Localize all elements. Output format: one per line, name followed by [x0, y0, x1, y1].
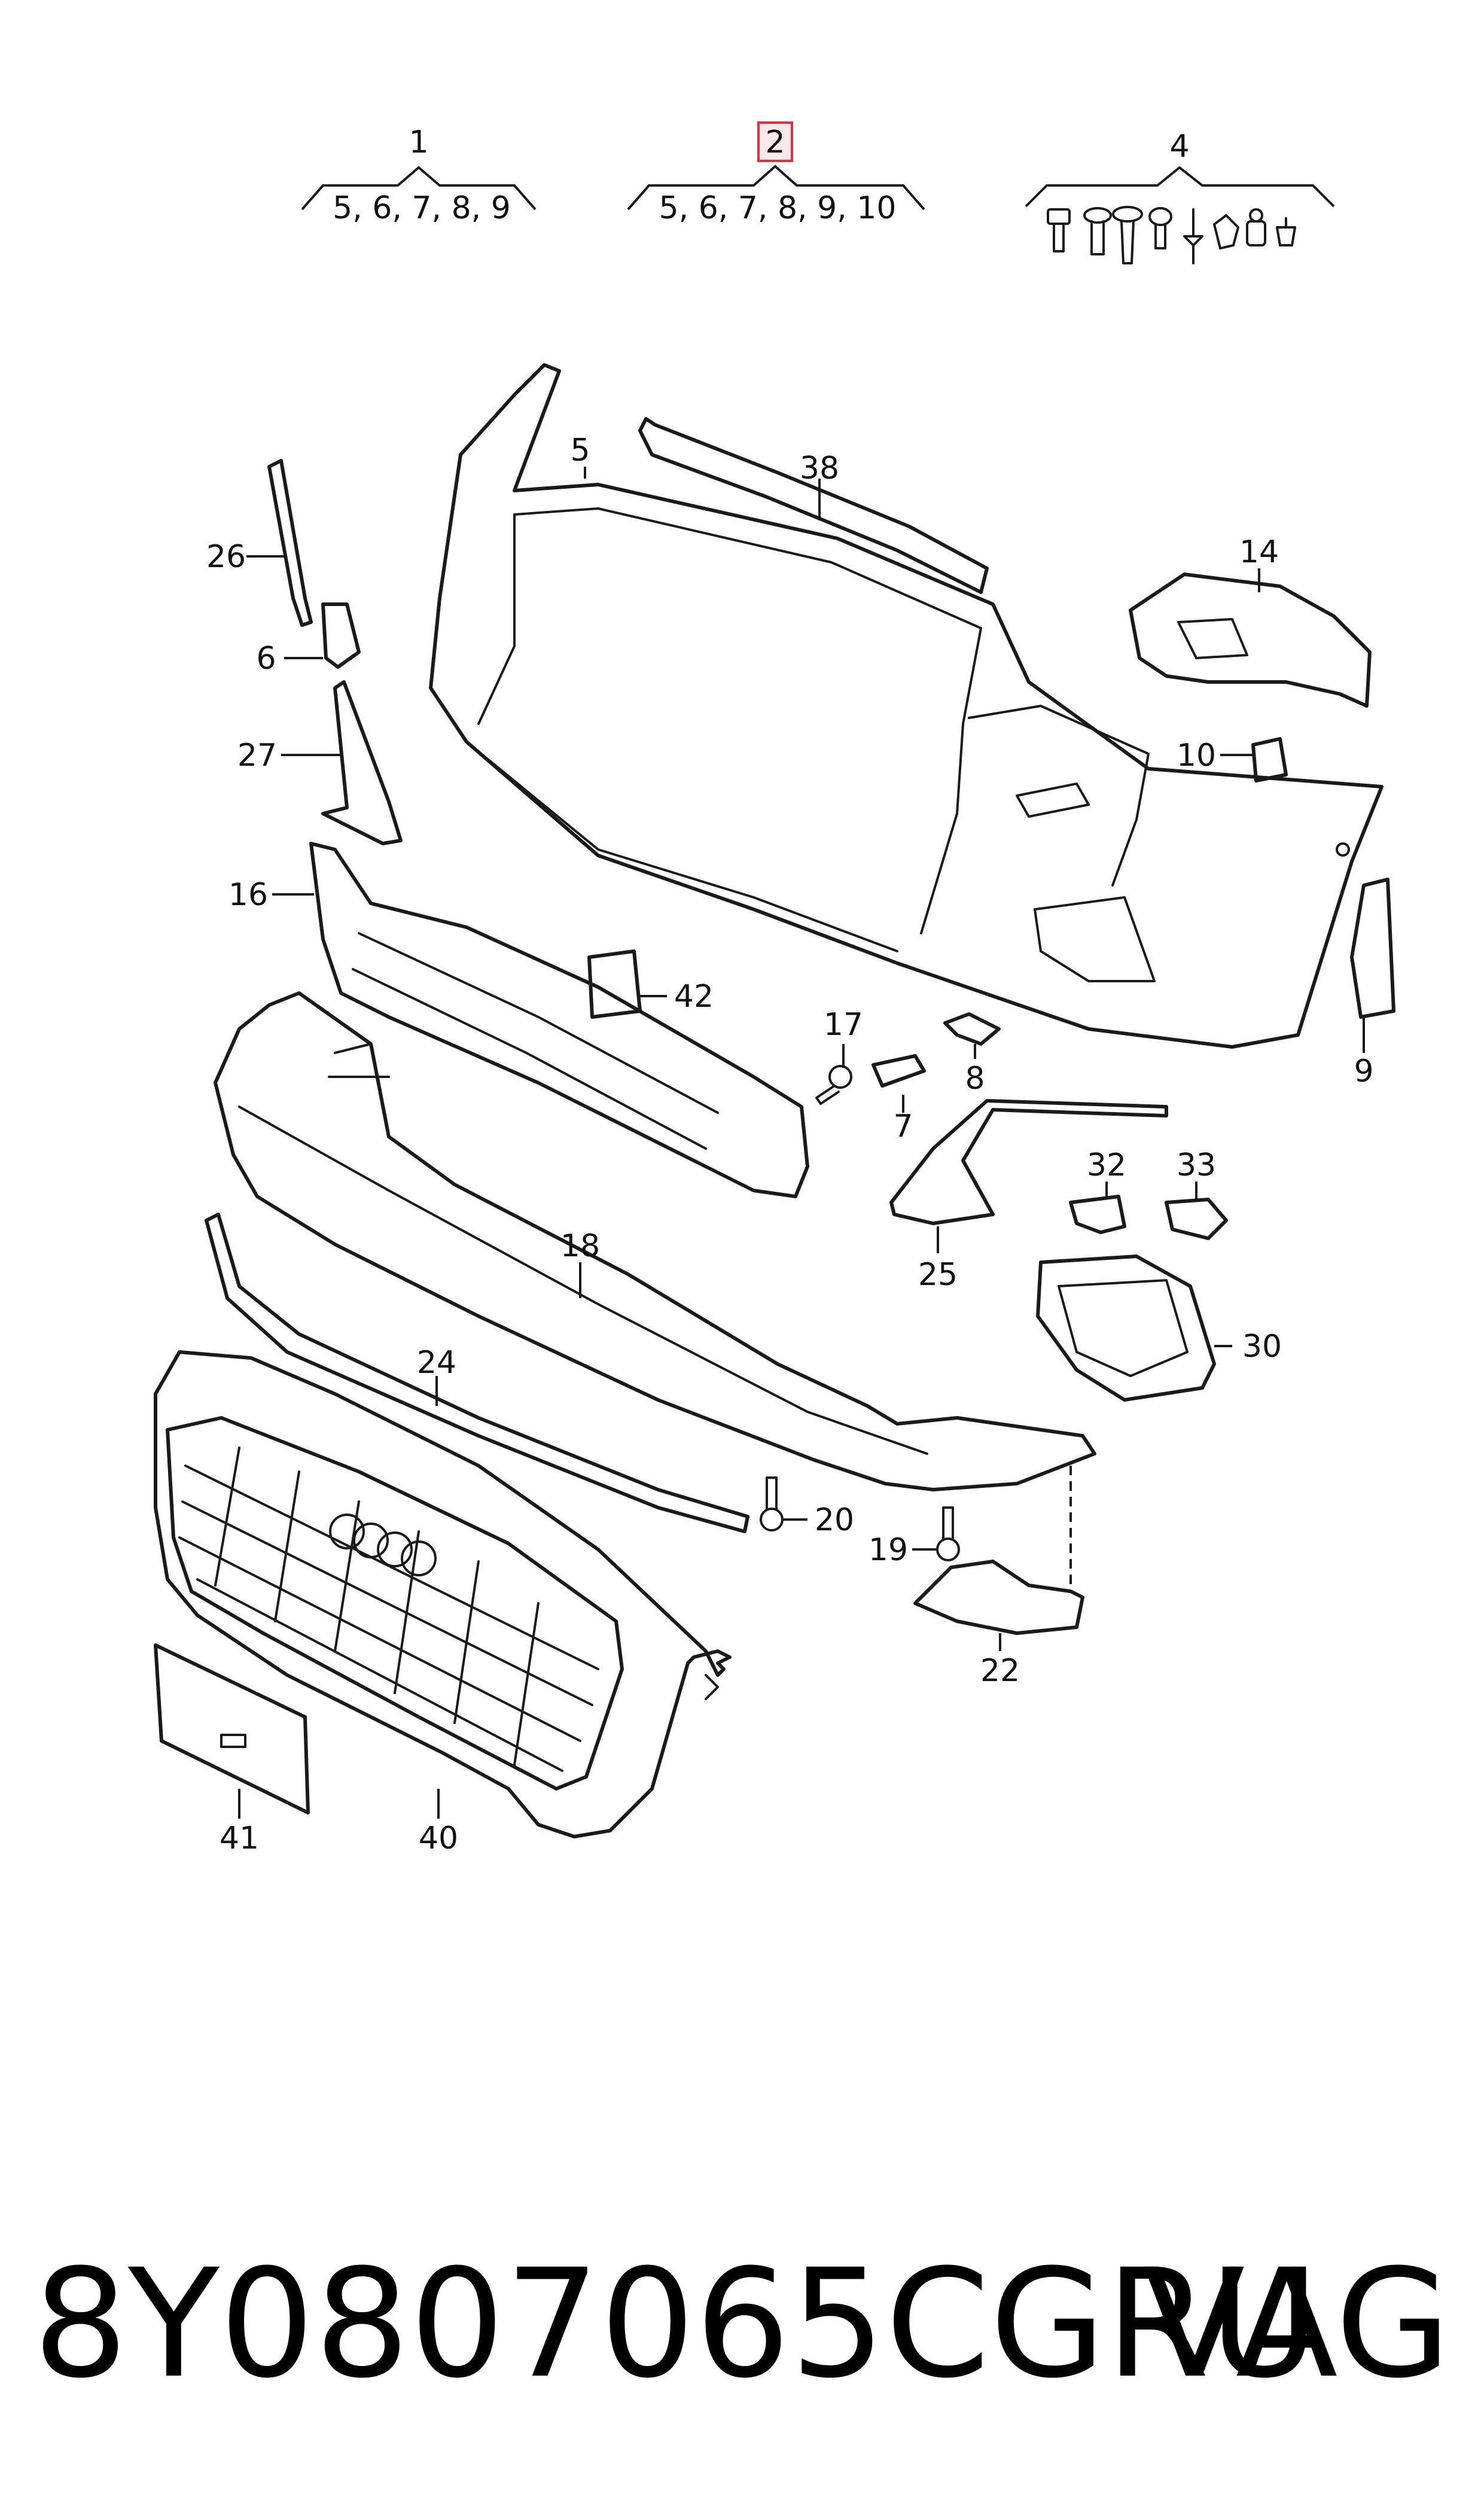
callout-25: 25 — [918, 1257, 958, 1293]
screw-icon — [1148, 207, 1172, 249]
group-1-number: 1 — [409, 124, 428, 160]
callout-41: 41 — [220, 1820, 259, 1856]
sensor-holder-10 — [1251, 737, 1288, 783]
screw-icon — [1047, 208, 1071, 252]
callout-22: 22 — [980, 1653, 1020, 1689]
callout-7: 7 — [893, 1109, 913, 1144]
clip-icon — [1246, 208, 1266, 246]
screw-icon — [1083, 207, 1112, 255]
brand-rings — [329, 1514, 437, 1576]
callout-42: 42 — [674, 979, 714, 1015]
lower-carrier-18 — [214, 991, 1096, 1491]
clip-8 — [943, 1012, 1001, 1046]
upper-trim-strip — [638, 417, 989, 594]
callout-6: 6 — [256, 641, 276, 677]
screw-19 — [936, 1506, 960, 1561]
callout-26: 26 — [206, 539, 246, 575]
callout-27: 27 — [237, 738, 277, 774]
callout-16: 16 — [228, 877, 268, 913]
callout-32: 32 — [1087, 1147, 1126, 1183]
callout-38: 38 — [800, 450, 839, 486]
fog-trim-25 — [889, 1099, 1168, 1225]
grille-support-16 — [309, 842, 809, 1198]
side-trim-9 — [1350, 878, 1395, 1019]
callout-10: 10 — [1177, 738, 1216, 774]
bumper-cover — [429, 363, 1384, 1049]
callout-14: 14 — [1239, 534, 1279, 570]
bracket-33 — [1165, 1198, 1228, 1240]
group-2-highlight — [757, 121, 793, 162]
callout-8: 8 — [965, 1061, 985, 1097]
callout-9: 9 — [1354, 1054, 1373, 1089]
group-2-number: 2 — [765, 124, 785, 160]
callout-17: 17 — [824, 1007, 863, 1043]
bracket-22 — [913, 1560, 1084, 1635]
tow-hook-cover-6 — [321, 602, 361, 669]
group-2-bracket — [627, 165, 925, 211]
screw-20 — [760, 1476, 784, 1531]
clip-icon — [1213, 214, 1239, 249]
group-4-bracket — [1025, 166, 1335, 208]
callout-30: 30 — [1242, 1329, 1282, 1365]
part-number: 8Y0807065CGRU — [33, 2237, 1320, 2411]
group-2: 2 5, 6, 7, 8, 9, 10 — [627, 121, 925, 226]
callout-19: 19 — [869, 1532, 908, 1568]
licence-plate-bracket-41 — [154, 1643, 310, 1814]
fog-grille-30 — [1036, 1255, 1216, 1402]
callout-24: 24 — [417, 1345, 456, 1381]
brand-label: VAG — [1142, 2237, 1451, 2411]
group-4: 4 — [1025, 129, 1335, 264]
screw-17 — [815, 1065, 852, 1105]
group-4-number: 4 — [1169, 129, 1189, 165]
callout-5: 5 — [570, 433, 590, 468]
sensor-module-42 — [587, 949, 642, 1019]
radiator-grille-40 — [154, 1350, 732, 1838]
callout-18: 18 — [560, 1228, 600, 1264]
rivet-icon — [1183, 208, 1203, 264]
group-1-bracket — [301, 166, 537, 211]
callout-20: 20 — [815, 1502, 854, 1538]
bolt-icon — [1112, 206, 1143, 264]
side-bracket — [1129, 573, 1372, 708]
bracket-32 — [1069, 1195, 1126, 1234]
group-2-contents: 5, 6, 7, 8, 9, 10 — [659, 190, 897, 226]
group-1: 1 5, 6, 7, 8, 9 — [301, 124, 537, 226]
side-trim-26 — [267, 459, 313, 627]
callout-33: 33 — [1177, 1147, 1216, 1183]
callout-40: 40 — [419, 1820, 458, 1856]
clip-icon — [1276, 217, 1296, 246]
side-insert-27 — [321, 680, 403, 845]
tow-eye-cover-7 — [871, 1054, 926, 1088]
group-1-contents: 5, 6, 7, 8, 9 — [333, 190, 511, 226]
lower-trim-24 — [205, 1213, 749, 1533]
